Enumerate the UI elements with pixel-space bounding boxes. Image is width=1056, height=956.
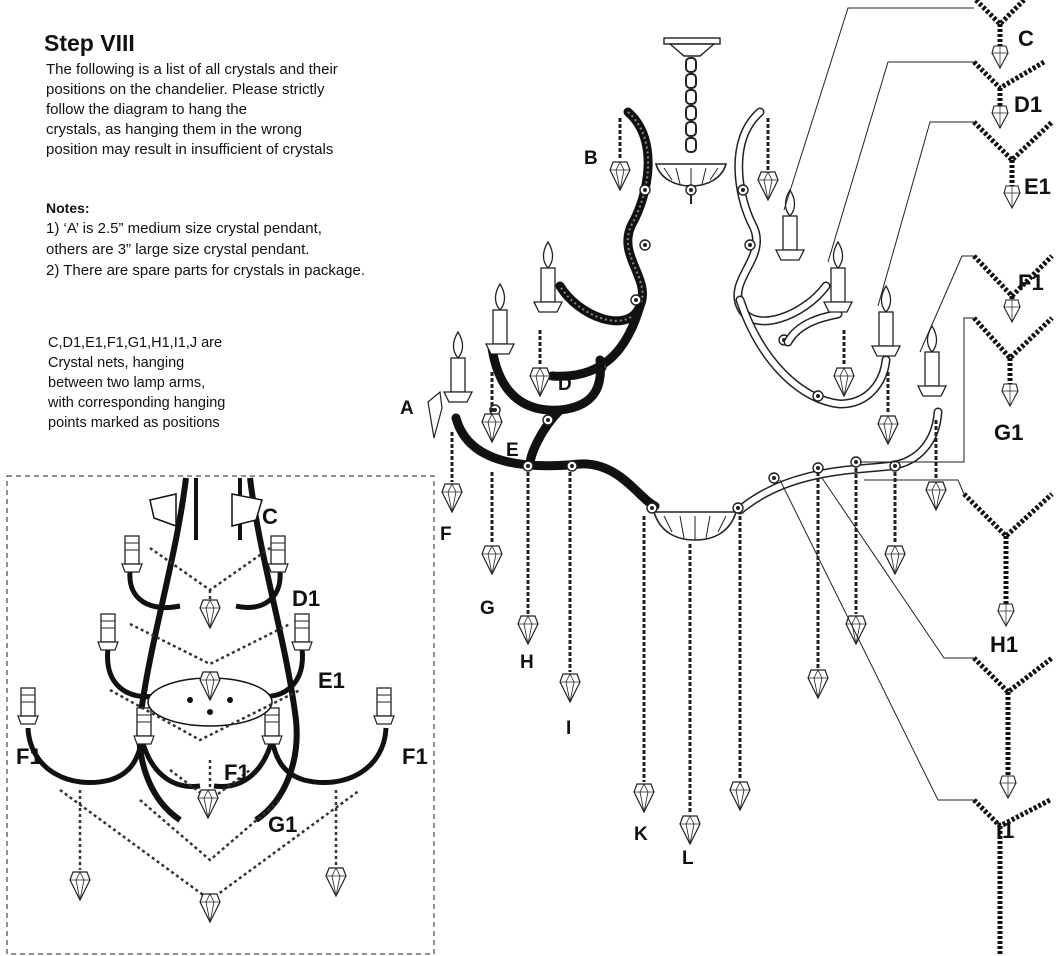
inset-label-e1: E1 — [318, 668, 345, 693]
net-label-f1: F1 — [1018, 270, 1044, 295]
nets-line: with corresponding hanging — [48, 395, 226, 411]
net-h1 — [962, 492, 1054, 604]
inset-label-d1: D1 — [292, 586, 320, 611]
lower-left-arms — [451, 343, 660, 511]
net-c — [974, 0, 1026, 46]
note-line: 2) There are spare parts for crystals in… — [46, 262, 366, 279]
intro-line: positions on the chandelier. Please stri… — [46, 81, 325, 98]
label-b: B — [584, 148, 598, 169]
net-bottom — [972, 797, 1052, 956]
inset-label-f1-right: F1 — [402, 744, 428, 769]
net-label-h1: H1 — [990, 632, 1018, 657]
label-a: A — [400, 398, 414, 419]
nets-line: points marked as positions — [48, 415, 220, 431]
crystal-a — [427, 390, 443, 439]
net-g1 — [972, 316, 1054, 384]
upper-right-arm — [733, 107, 831, 346]
inset-label-c: C — [262, 504, 278, 529]
inset-frame — [6, 475, 435, 955]
inset-label-g1: G1 — [268, 812, 297, 837]
notes-list: 1) ‘A’ is 2.5” medium size crystal penda… — [46, 218, 365, 281]
ceiling-canopy — [663, 37, 721, 57]
net-e1 — [972, 120, 1054, 186]
nets-line: between two lamp arms, — [48, 375, 206, 391]
label-i: I — [566, 718, 571, 739]
crystal-drops — [427, 118, 947, 845]
lower-right-arms — [735, 295, 943, 515]
upper-bowl — [654, 163, 728, 204]
lower-bowl — [646, 502, 744, 541]
position-labels: A B D E F G H I K L — [400, 148, 694, 869]
net-f1 — [972, 254, 1054, 300]
intro-line: follow the diagram to hang the — [46, 101, 247, 118]
label-g: G — [480, 598, 495, 619]
intro-line: position may result in insufficient of c… — [46, 141, 334, 158]
net-label-g1: G1 — [994, 420, 1023, 445]
note-line: 1) ‘A’ is 2.5” medium size crystal penda… — [46, 220, 322, 237]
chandelier-main: A B D E F G H I K L — [400, 7, 974, 869]
notes-heading: Notes: — [46, 200, 90, 216]
label-h: H — [520, 652, 534, 673]
label-e: E — [506, 440, 519, 461]
label-f: F — [440, 524, 452, 545]
net-label-c: C — [1018, 26, 1034, 51]
nets-line: C,D1,E1,F1,G1,H1,I1,J are — [48, 335, 223, 351]
inset-label-f1-center: F1 — [224, 760, 250, 785]
hanging-chain — [685, 57, 697, 153]
crystal-net-callouts: C D1 E1 F1 G1 — [962, 0, 1054, 956]
intro-line: crystals, as hanging them in the wrong — [46, 121, 302, 138]
upper-left-arm — [547, 107, 653, 381]
label-k: K — [634, 824, 648, 845]
inset-label-f1-left: F1 — [16, 744, 42, 769]
leader-lines — [779, 7, 974, 801]
candles — [443, 189, 947, 403]
net-label-d1: D1 — [1014, 92, 1042, 117]
intro-line: The following is a list of all crystals … — [46, 61, 338, 78]
label-l: L — [682, 848, 694, 869]
note-line: others are 3” large size crystal pendant… — [46, 241, 310, 258]
nets-line: Crystal nets, hanging — [48, 355, 185, 371]
label-d: D — [558, 374, 572, 395]
net-label-e1: E1 — [1024, 174, 1051, 199]
crystal-nets-description: C,D1,E1,F1,G1,H1,I1,J are Crystal nets, … — [48, 333, 225, 433]
net-d1 — [972, 59, 1046, 106]
inset-detail: C D1 E1 F1 F1 F1 G1 — [6, 475, 435, 955]
step-title: Step VIII — [44, 30, 135, 56]
net-i1 — [972, 656, 1054, 776]
intro-paragraph: The following is a list of all crystals … — [46, 60, 476, 160]
